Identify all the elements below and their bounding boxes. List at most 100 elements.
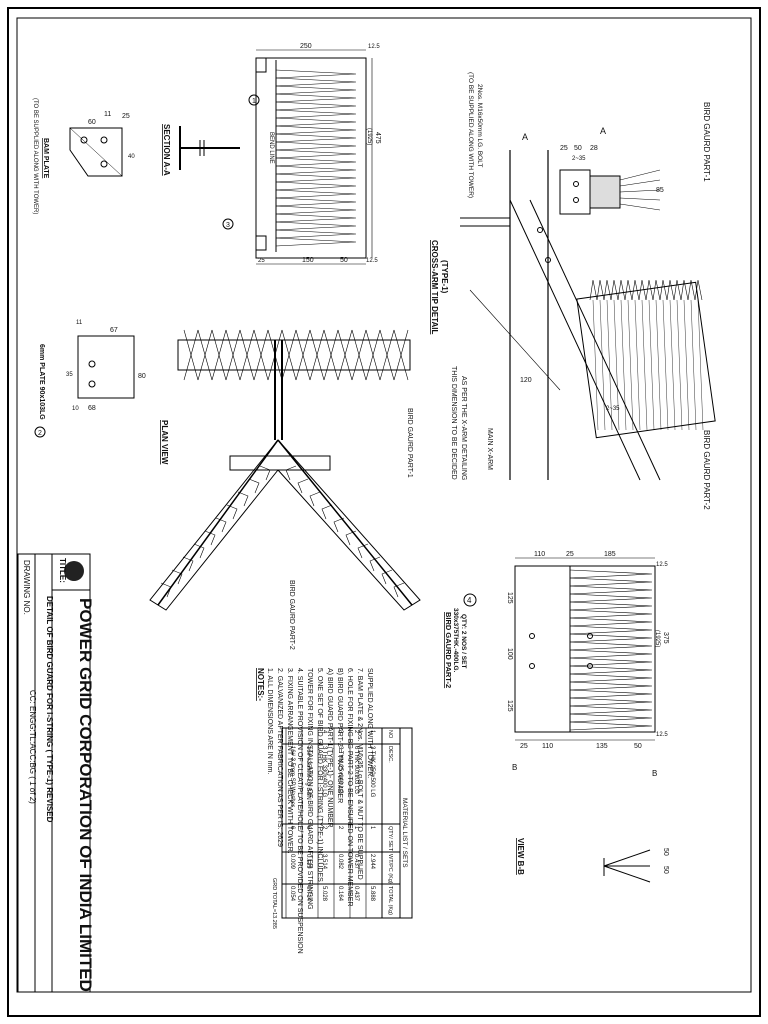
title-block: POWER GRID CORPORATION OF INDIA LIMITED …: [17, 553, 95, 993]
section-a-a-view: SECTION A-A 3: [162, 124, 240, 230]
cross-arm-tip-detail: A A 25 50 28 2~35 85 120 2~35 BIRD GAURD…: [430, 72, 716, 510]
outer-border: [7, 7, 761, 1017]
material-grand-total: GRD TOTAL=13.285: [271, 878, 277, 929]
spike-line: [620, 299, 627, 431]
marker-a-left: A: [522, 132, 528, 142]
plan-view-spikes: [160, 329, 409, 598]
plan-view-label: PLAN VIEW: [160, 420, 169, 465]
spike: [569, 577, 653, 587]
spike: [596, 279, 605, 301]
dim-28-arm: 28: [590, 145, 598, 152]
item-3-marker: [222, 218, 234, 230]
spike: [569, 689, 653, 699]
spike-line: [648, 299, 655, 431]
material-cell: 6: [305, 826, 311, 830]
dim-60: 60: [88, 119, 96, 126]
spike: [309, 353, 325, 381]
notes-heading: NOTES:-: [256, 668, 265, 701]
spike-line: [592, 299, 599, 431]
spike: [275, 77, 357, 87]
material-cell: 0.119: [305, 854, 311, 869]
spike: [215, 517, 227, 533]
dim-12-5-bottom: 12.5: [366, 258, 378, 264]
spike: [275, 189, 357, 199]
spike-line: [697, 299, 704, 431]
dim-110-top: 110: [534, 551, 545, 558]
spike: [259, 465, 271, 481]
dim-12-5-top: 12.5: [368, 44, 380, 50]
note-line: A) BIRD GUARD PART-1(TYPE-1)- ONE NUMBER: [326, 668, 333, 828]
spike: [379, 353, 395, 381]
spike: [248, 478, 260, 494]
spike: [365, 353, 381, 381]
material-cell: 2: [321, 826, 327, 830]
bam-supply-note: (TO BE SUPPLIED ALONG WITH TOWER): [32, 98, 38, 214]
spike: [321, 504, 333, 520]
spike-line: [619, 197, 661, 201]
dim-135: 135: [596, 743, 608, 750]
dim-50-bot: 50: [634, 743, 642, 750]
material-cell: 1: [369, 730, 375, 734]
spike: [631, 279, 640, 301]
spike-line: [599, 299, 606, 431]
spike: [275, 205, 357, 215]
material-cell: 2.944: [369, 854, 375, 870]
dim-35-plate: 35: [66, 372, 73, 378]
bam-plate-label: BAM PLATE: [42, 138, 49, 179]
drawing-no: CC: ENGG:TL:ACC:BG ( 1 of 2): [28, 690, 37, 804]
material-cell: 1: [369, 826, 375, 830]
spike: [275, 181, 357, 191]
bird-guard-part2-elevation: 110 25 185 12.5 25 110 135 50 12.5 125 1…: [444, 551, 669, 778]
dimension-note-1: THIS DIMENSION TO BE DECIDED: [450, 366, 457, 480]
note-line: 2. GALVANIZED AFTER FABRICATION AS PER I…: [276, 668, 283, 847]
dim-68: 68: [88, 405, 96, 412]
note-line: 6. HOLE FOR FIXING BG PART-2 TO BE ENSUR…: [346, 668, 353, 906]
spike: [569, 721, 653, 731]
spike: [281, 353, 297, 381]
dim-50-bb-2: 50: [662, 866, 669, 874]
spike: [569, 593, 653, 603]
spike: [393, 582, 405, 598]
dim-125-a: 125: [506, 592, 513, 604]
material-cell: 0.437: [353, 854, 359, 870]
spike: [275, 221, 357, 231]
dim-25-top: 25: [566, 551, 574, 558]
spike: [275, 229, 357, 239]
spike: [569, 649, 653, 659]
spike: [569, 633, 653, 643]
material-cell: 5.888: [369, 886, 375, 902]
bolt-note-1: 2Nos. M16x50mm LG. BOLT: [476, 84, 483, 167]
view-b-b-label: VIEW B-B: [516, 838, 525, 875]
spike-line: [619, 203, 661, 211]
material-cell: 3.514: [321, 854, 327, 870]
spike: [225, 329, 241, 357]
spike-line: [619, 169, 661, 181]
plate-6mm-detail: 67 68 80 11 35 10 6mm PLATE 90x103LG 2: [34, 320, 146, 438]
cross-arm-tip-label: CROSS-ARM TIP DETAIL: [430, 240, 439, 334]
spike: [569, 665, 653, 675]
dim-25-arm: 25: [560, 145, 568, 152]
title-label: TITLE:: [58, 558, 67, 583]
material-list-title: MATERIAL LIST / SETS: [401, 798, 408, 868]
dim-50-bottom: 50: [340, 257, 348, 264]
dim-110-bot: 110: [542, 743, 553, 750]
inner-border: [16, 17, 752, 993]
drawing-no-label: DRAWING NO.: [22, 560, 31, 615]
spike-line: [634, 299, 641, 431]
bolt-note-2: (TO BE SUPPLIED ALONG WITH TOWER): [467, 72, 474, 198]
spike: [351, 353, 367, 381]
spike: [275, 109, 357, 119]
item-2-marker: [34, 426, 46, 438]
spike: [337, 353, 353, 381]
spike: [624, 279, 633, 301]
material-cell: 6: [289, 826, 295, 830]
spike: [275, 93, 357, 103]
part2-spikes: [569, 569, 653, 731]
spike: [351, 329, 367, 357]
spike: [182, 556, 194, 572]
spike-line: [619, 189, 661, 193]
spike: [569, 585, 653, 595]
material-cell: 3 THK 25x140 LG: [337, 746, 343, 794]
